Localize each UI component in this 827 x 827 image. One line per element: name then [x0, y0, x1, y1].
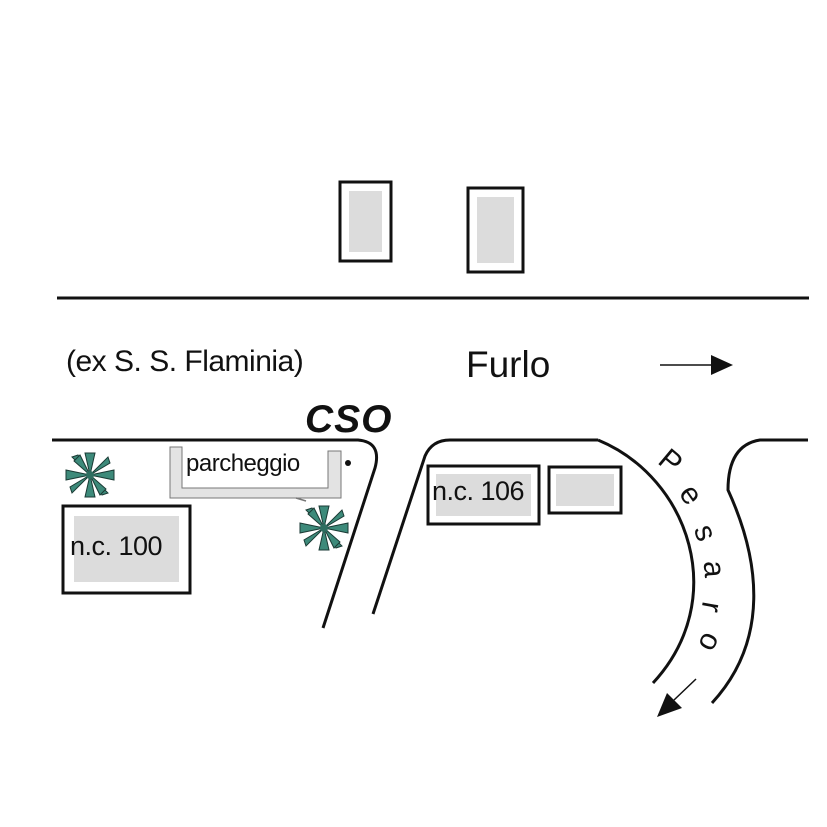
building-106-label: n.c. 106 [432, 476, 525, 506]
road-label-flaminia: (ex S. S. Flaminia) [66, 345, 304, 378]
building-north-1 [338, 180, 393, 263]
place-label-cso: CSO [305, 398, 393, 441]
road-edge-bottom-middle [371, 438, 598, 615]
pesaro-letter: a [696, 559, 732, 579]
parking-label: parcheggio [186, 450, 300, 477]
location-dot [345, 460, 351, 466]
pesaro-road-outer-edge [710, 438, 808, 705]
parking-area [169, 446, 342, 502]
building-nc-100 [61, 504, 192, 595]
road-edge-bottom-left [52, 438, 379, 629]
pesaro-road-inner-edge [597, 438, 696, 685]
tree-icon [65, 452, 115, 498]
road-label-furlo: Furlo [466, 344, 551, 385]
tree-icon [299, 505, 349, 551]
building-east [547, 465, 623, 515]
building-nc-106 [426, 464, 541, 526]
building-100-label: n.c. 100 [70, 531, 163, 561]
arrow-right-icon [660, 355, 733, 375]
building-north-2 [466, 186, 525, 274]
arrow-down-left-icon [657, 678, 697, 717]
